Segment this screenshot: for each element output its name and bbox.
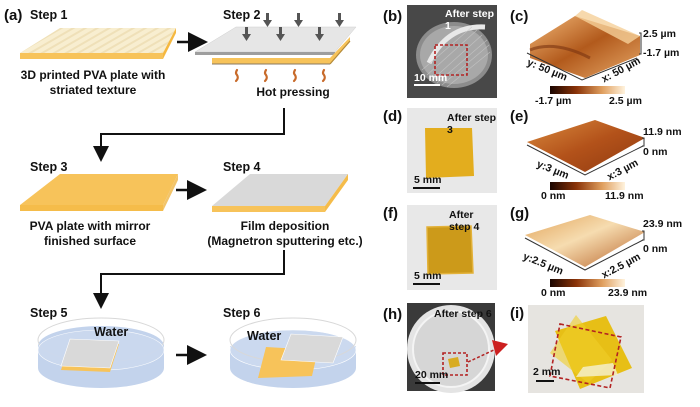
afm-g-colorbar-max: 23.9 nm bbox=[608, 287, 648, 299]
afm-c-zmin: -1.7 µm bbox=[643, 47, 680, 59]
afm-e-zmax: 11.9 nm bbox=[643, 126, 682, 138]
panel-label-b: (b) bbox=[383, 8, 403, 25]
panel-label-f: (f) bbox=[383, 205, 398, 222]
photo-h: After step 6 20 mm bbox=[407, 303, 495, 393]
photo-i-image bbox=[536, 315, 632, 389]
afm-g-zmax: 23.9 nm bbox=[643, 218, 683, 230]
heat-icon bbox=[292, 68, 297, 83]
photo-b-tag: After step 1 bbox=[445, 8, 495, 32]
photo-b: After step 1 10 mm bbox=[407, 5, 497, 98]
step-3-label: Step 3 bbox=[30, 160, 68, 174]
afm-g-colorbar bbox=[550, 279, 625, 287]
step-5-water-label: Water bbox=[94, 325, 129, 339]
afm-c-colorbar bbox=[550, 86, 625, 94]
heat-icon bbox=[263, 68, 268, 83]
photo-d-image bbox=[413, 128, 474, 189]
photo-f-scale: 5 mm bbox=[414, 270, 442, 282]
press-arrow-icon bbox=[335, 13, 344, 27]
press-arrow-icon bbox=[242, 27, 251, 41]
step-6-water-label: Water bbox=[247, 329, 282, 343]
photo-d-scale: 5 mm bbox=[414, 174, 442, 186]
step-4-label: Step 4 bbox=[223, 160, 261, 174]
heat-icon bbox=[321, 68, 326, 83]
panel-label-d: (d) bbox=[383, 108, 403, 125]
afm-e-colorbar-min: 0 nm bbox=[541, 190, 566, 202]
step-2-caption: Hot pressing bbox=[256, 85, 330, 99]
afm-g-surface bbox=[524, 215, 645, 287]
afm-c-colorbar-max: 2.5 µm bbox=[609, 95, 642, 107]
photo-h-image bbox=[407, 305, 495, 393]
photo-f-tag: After step 4 bbox=[449, 209, 480, 233]
panel-label-a: (a) bbox=[4, 7, 23, 24]
step-6-label: Step 6 bbox=[223, 306, 261, 320]
step-3-caption: PVA plate with mirror finished surface bbox=[29, 219, 151, 248]
panel-label-h: (h) bbox=[383, 306, 403, 323]
afm-e-surface bbox=[526, 120, 645, 190]
afm-g-zmin: 0 nm bbox=[643, 243, 668, 255]
afm-e-colorbar bbox=[550, 182, 625, 190]
panel-label-g: (g) bbox=[510, 205, 530, 222]
afm-c-surface bbox=[526, 10, 642, 94]
photo-i-scale: 2 mm bbox=[533, 366, 561, 378]
panel-label-e: (e) bbox=[510, 108, 529, 125]
afm-e-colorbar-max: 11.9 nm bbox=[605, 190, 644, 202]
photo-f-image bbox=[413, 225, 474, 285]
photo-i: 2 mm bbox=[528, 305, 644, 393]
press-arrow-icon bbox=[276, 27, 285, 41]
heat-icon bbox=[234, 68, 239, 83]
photo-d: After step 3 5 mm bbox=[407, 108, 497, 193]
step-2-label: Step 2 bbox=[223, 8, 261, 22]
photo-h-tag: After step 6 bbox=[434, 308, 492, 320]
photo-d-tag: After step 3 bbox=[447, 112, 497, 136]
press-arrow-icon bbox=[263, 13, 272, 27]
afm-e-zmin: 0 nm bbox=[643, 146, 668, 158]
press-arrow-icon bbox=[315, 27, 324, 41]
step-1-label: Step 1 bbox=[30, 8, 68, 22]
step-5-label: Step 5 bbox=[30, 306, 68, 320]
panel-label-c: (c) bbox=[510, 8, 529, 25]
panel-label-i: (i) bbox=[510, 305, 525, 322]
photo-b-image bbox=[414, 22, 492, 88]
photo-b-scale: 10 mm bbox=[414, 72, 448, 84]
photo-h-scale: 20 mm bbox=[415, 369, 449, 381]
afm-c-zmax: 2.5 µm bbox=[643, 28, 676, 40]
photo-f: After step 4 5 mm bbox=[407, 205, 497, 290]
press-arrow-icon bbox=[294, 13, 303, 27]
step-1-caption: 3D printed PVA plate with striated textu… bbox=[20, 68, 166, 97]
step-4-caption: Film deposition (Magnetron sputtering et… bbox=[207, 219, 363, 248]
afm-c-colorbar-min: -1.7 µm bbox=[535, 95, 572, 107]
afm-g-colorbar-min: 0 nm bbox=[541, 287, 566, 299]
